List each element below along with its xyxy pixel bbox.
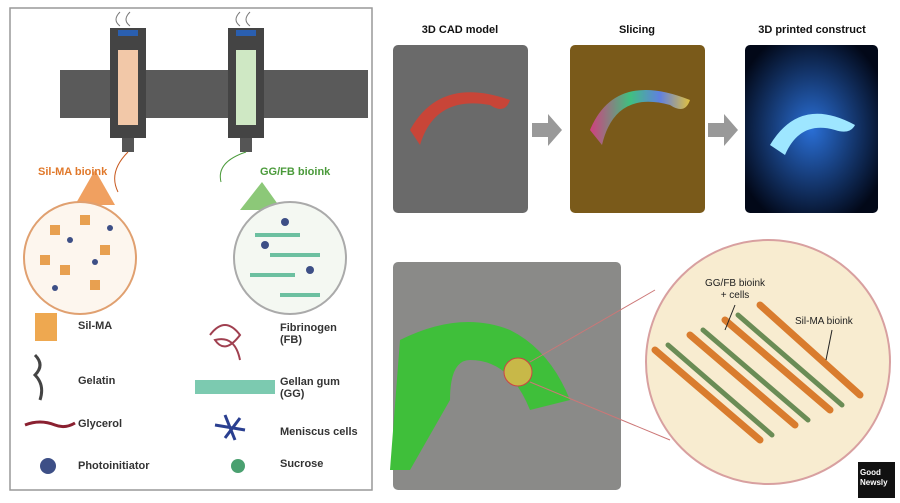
silma-zoom-cone xyxy=(75,170,115,205)
arrow-icon-2 xyxy=(708,114,738,146)
zoom-line-bottom xyxy=(529,381,671,441)
detail-ggfb-label: GG/FB bioink + cells xyxy=(690,278,780,302)
legend-gelatin: Gelatin xyxy=(78,375,116,387)
legend-sucrose: Sucrose xyxy=(280,458,324,470)
printed-construct-image xyxy=(745,45,878,213)
logo-box xyxy=(858,462,895,498)
silma-syringe xyxy=(110,11,146,193)
scaffold-lattice xyxy=(651,301,864,444)
detail-ggfb-text: GG/FB bioink xyxy=(704,278,766,289)
legend-glycerol: Glycerol xyxy=(78,418,123,430)
good-newsly-logo: Good Newsly xyxy=(860,468,888,488)
legend-silma: Sil-MA xyxy=(78,320,113,332)
ggfb-bioink-label: GG/FB bioink xyxy=(260,166,331,178)
silma-scaffold-icon xyxy=(35,313,57,341)
legend-meniscus-cells: Meniscus cells xyxy=(280,426,358,438)
fibrinogen-protein-icon xyxy=(209,324,242,361)
legend-fibrinogen: Fibrinogen (FB) xyxy=(280,322,337,346)
zoom-line-top xyxy=(529,289,656,363)
glycerol-chain-icon xyxy=(24,420,76,429)
printer-gantry xyxy=(60,70,368,118)
silma-bioink-label: Sil-MA bioink xyxy=(38,166,108,178)
ggfb-syringe xyxy=(219,11,264,183)
detail-silma-label: Sil-MA bioink xyxy=(795,316,853,327)
sucrose-dot-icon xyxy=(231,459,245,473)
cad-model-image xyxy=(393,45,528,213)
gellan-gum-icon xyxy=(195,380,275,394)
legend-gellan-gum: Gellan gum (GG) xyxy=(280,376,340,400)
ggfb-bioink-circle xyxy=(233,201,347,315)
legend-photoinitiator: Photoinitiator xyxy=(78,460,150,472)
logo-line1: Good xyxy=(860,468,881,477)
detail-cells-text: + cells xyxy=(720,290,750,301)
scaffold-detail-circle xyxy=(645,239,891,485)
meniscus-cell-icon xyxy=(214,414,246,441)
photoinitiator-dot-icon xyxy=(40,458,56,474)
step-title-slicing: Slicing xyxy=(618,24,656,36)
slicing-image xyxy=(570,45,705,213)
arrow-icon-1 xyxy=(532,114,562,146)
step-title-printed: 3D printed construct xyxy=(758,24,866,36)
logo-line2: Newsly xyxy=(860,478,888,487)
ggfb-zoom-cone xyxy=(240,182,282,210)
gelatin-protein-icon xyxy=(32,353,44,401)
step-title-cad: 3D CAD model xyxy=(421,24,499,36)
